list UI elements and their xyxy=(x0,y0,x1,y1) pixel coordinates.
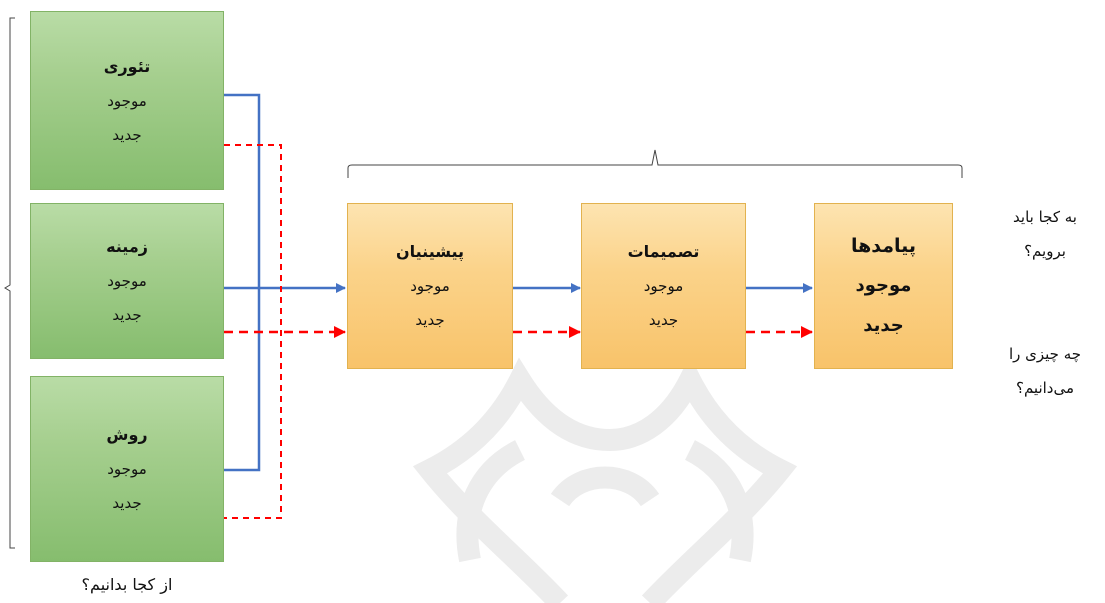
input-title: تئوری xyxy=(103,56,151,76)
question-line: چه چیزی را xyxy=(1008,345,1082,363)
question-where-to-go: به کجا باید برویم؟ xyxy=(990,200,1100,268)
input-new: جدید xyxy=(112,494,142,512)
process-new: جدید xyxy=(648,311,679,329)
input-box-theory: تئوری موجود جدید xyxy=(30,11,224,190)
process-box-decisions: تصمیمات موجود جدید xyxy=(581,203,746,369)
input-title: روش xyxy=(106,425,148,444)
input-existing: موجود xyxy=(107,91,147,110)
input-new: جدید xyxy=(112,125,142,144)
process-title: پیشینیان xyxy=(395,242,465,261)
input-box-context: زمینه موجود جدید xyxy=(30,203,224,359)
red-line-theory xyxy=(224,144,282,519)
process-box-antecedents: پیشینیان موجود جدید xyxy=(347,203,513,369)
process-box-outcomes: پیامدها موجود جدید xyxy=(814,203,953,369)
top-brace xyxy=(347,149,963,178)
blue-line-theory xyxy=(224,93,261,472)
question-what-we-know: چه چیزی را می‌دانیم؟ xyxy=(990,337,1100,405)
process-new: جدید xyxy=(863,315,904,336)
input-new: جدید xyxy=(112,306,142,324)
process-existing: موجود xyxy=(410,277,450,295)
process-title: تصمیمات xyxy=(627,242,700,261)
question-line: برویم؟ xyxy=(1024,242,1066,260)
process-existing: موجود xyxy=(855,275,912,296)
question-how-to-know: از کجا بدانیم؟ xyxy=(81,575,173,594)
input-existing: موجود xyxy=(107,460,147,478)
input-title: زمینه xyxy=(106,237,148,256)
left-brace xyxy=(4,17,15,549)
process-existing: موجود xyxy=(643,277,684,295)
question-line: می‌دانیم؟ xyxy=(1015,379,1075,397)
process-title: پیامدها xyxy=(850,235,917,257)
process-new: جدید xyxy=(415,311,445,329)
input-existing: موجود xyxy=(107,272,147,290)
question-line: به کجا باید xyxy=(1013,208,1077,226)
input-box-method: روش موجود جدید xyxy=(30,376,224,562)
